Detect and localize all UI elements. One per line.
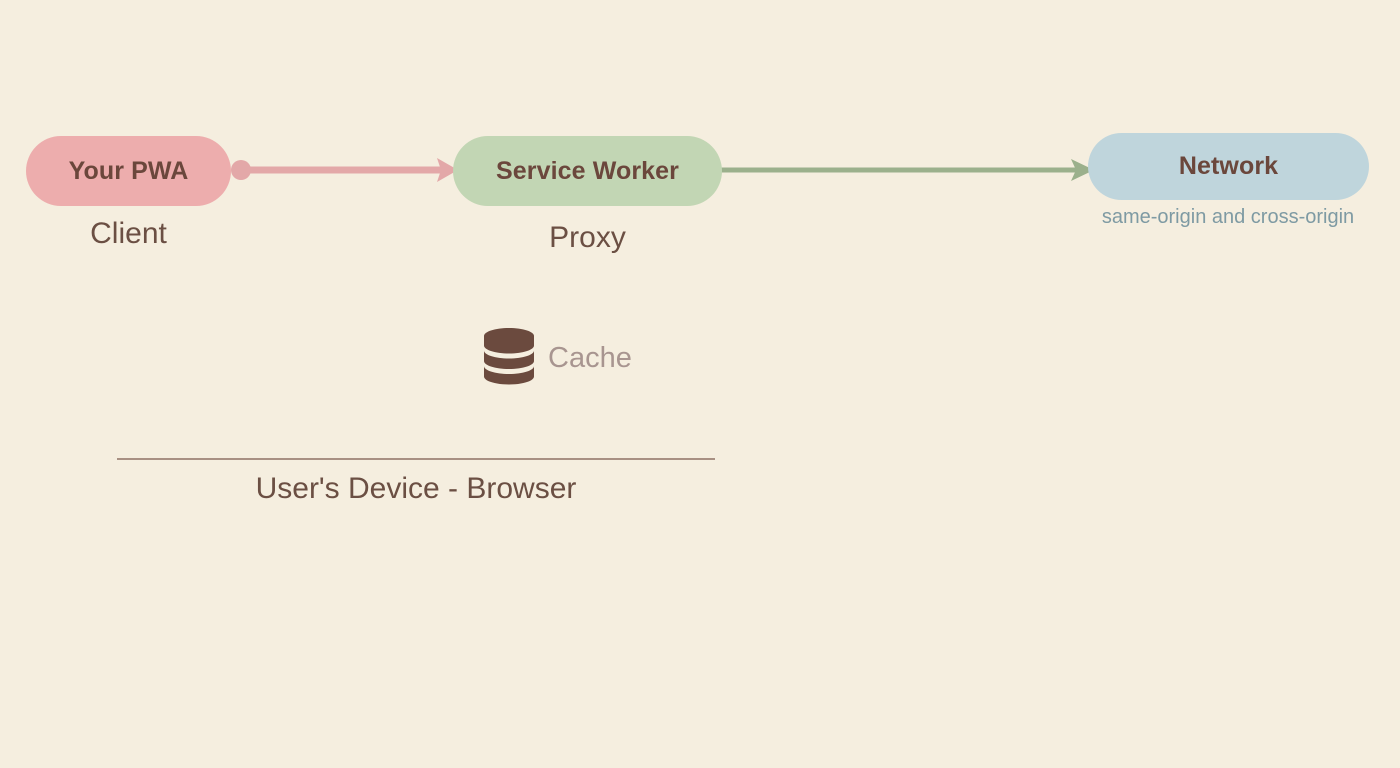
device-boundary-line xyxy=(117,458,715,460)
node-service-worker-label: Service Worker xyxy=(496,156,679,185)
device-boundary-label: User's Device - Browser xyxy=(255,472,577,505)
arrow-head-icon xyxy=(1071,159,1094,181)
node-your-pwa[interactable]: Your PWA xyxy=(26,136,231,206)
request-arrow xyxy=(231,158,458,182)
node-network-caption: same-origin and cross-origin xyxy=(1101,206,1355,228)
database-icon xyxy=(484,328,534,385)
cache-label: Cache xyxy=(548,342,632,374)
node-network-label: Network xyxy=(1178,152,1279,180)
arrow-head-icon xyxy=(437,158,458,182)
node-service-worker[interactable]: Service Worker xyxy=(453,136,722,206)
node-your-pwa-caption: Client xyxy=(90,217,167,250)
fetch-arrow xyxy=(718,159,1094,181)
node-your-pwa-label: Your PWA xyxy=(68,156,189,185)
cache-group[interactable]: Cache xyxy=(484,328,632,385)
node-service-worker-caption: Proxy xyxy=(549,221,626,254)
node-network[interactable]: Network xyxy=(1088,133,1369,200)
